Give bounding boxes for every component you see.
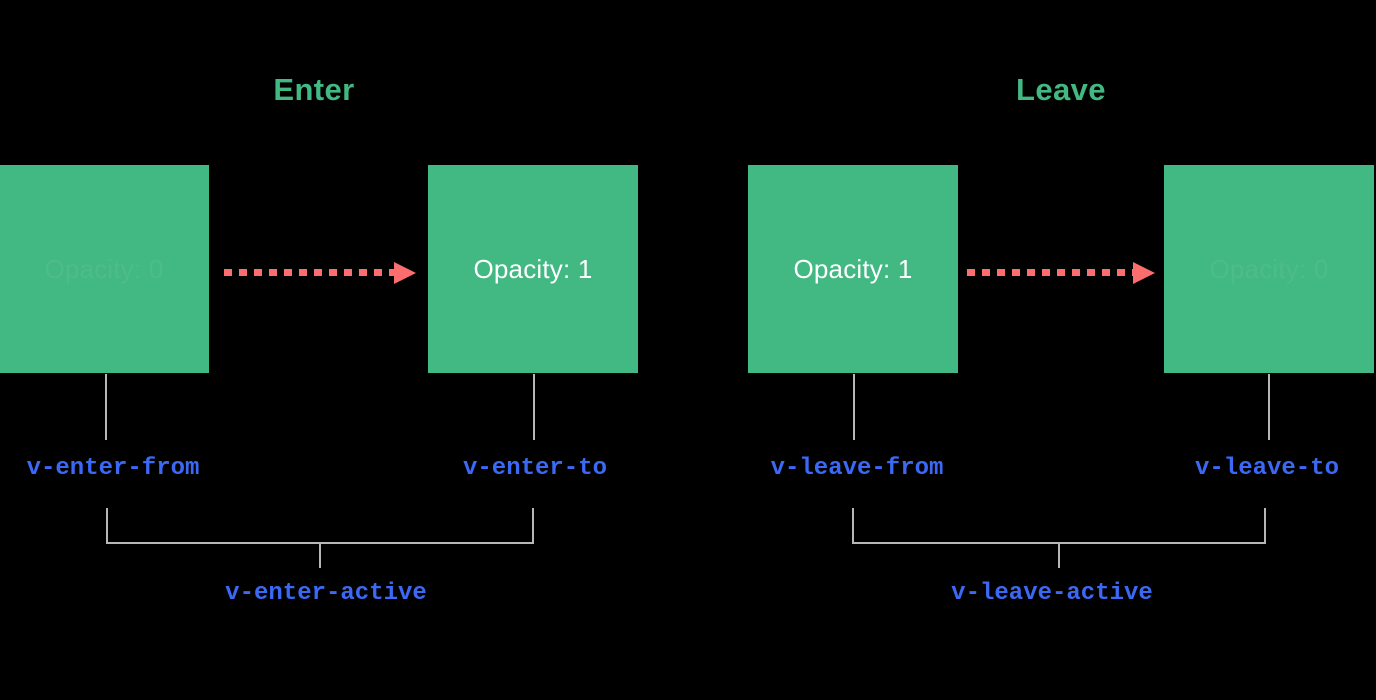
leave-phase-title: Leave <box>1016 72 1106 107</box>
enter-active-span-bracket <box>106 508 534 544</box>
leave-arrow-head-icon <box>1133 262 1155 284</box>
v-enter-from-class-label: v-enter-from <box>26 455 200 482</box>
leave-transition-arrow-icon <box>967 262 1155 284</box>
leave-arrow-dashed-line <box>967 269 1133 276</box>
v-leave-to-class-label: v-leave-to <box>1194 455 1340 482</box>
v-leave-from-class-label: v-leave-from <box>770 455 944 482</box>
enter-active-bracket-stem <box>319 543 321 568</box>
enter-to-connector-line <box>533 374 535 440</box>
leave-from-state-box: Opacity: 1 <box>748 165 958 373</box>
leave-to-opacity-label: Opacity: 0 <box>1209 253 1329 284</box>
enter-arrow-dashed-line <box>224 269 394 276</box>
enter-arrow-head-icon <box>394 262 416 284</box>
v-enter-to-class-label: v-enter-to <box>462 455 608 482</box>
enter-phase-title: Enter <box>273 72 355 107</box>
enter-transition-arrow-icon <box>224 262 416 284</box>
enter-from-state-box: Opacity: 0 <box>0 165 209 373</box>
enter-from-connector-line <box>105 374 107 440</box>
enter-from-opacity-label: Opacity: 0 <box>44 253 164 284</box>
leave-from-opacity-label: Opacity: 1 <box>793 253 913 284</box>
v-enter-active-class-label: v-enter-active <box>225 580 427 607</box>
leave-from-connector-line <box>853 374 855 440</box>
leave-to-state-box: Opacity: 0 <box>1164 165 1374 373</box>
leave-to-connector-line <box>1268 374 1270 440</box>
leave-active-bracket-stem <box>1058 543 1060 568</box>
enter-to-state-box: Opacity: 1 <box>428 165 638 373</box>
v-leave-active-class-label: v-leave-active <box>951 580 1153 607</box>
enter-to-opacity-label: Opacity: 1 <box>473 253 593 284</box>
leave-active-span-bracket <box>852 508 1266 544</box>
